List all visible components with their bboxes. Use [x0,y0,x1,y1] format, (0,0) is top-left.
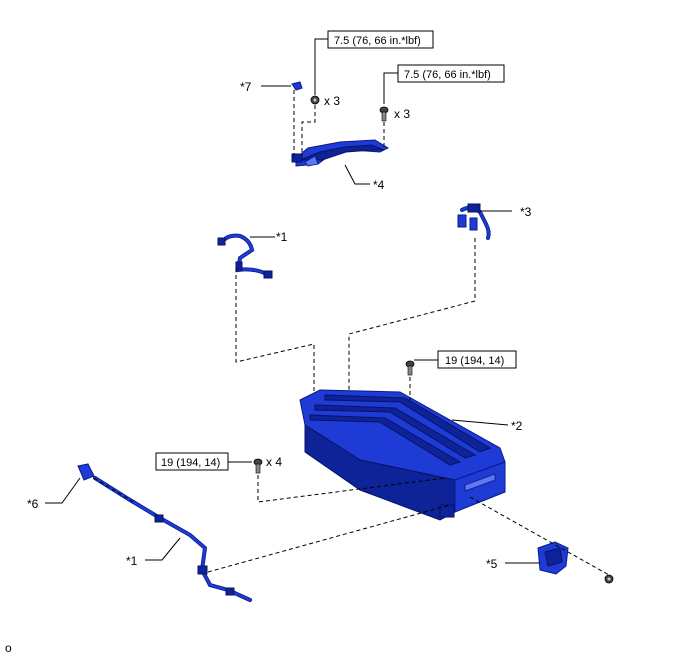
harness-part-1-top [217,233,273,279]
quantity-2: x 3 [394,107,410,121]
callout-2: *2 [511,419,523,433]
torque-box-2 [397,64,505,83]
nut-icon [604,574,614,584]
torque-box-3 [437,350,517,369]
quantity-3: x 4 [266,455,282,469]
torque-spec-1: 7.5 (76, 66 in.*lbf) [334,35,421,47]
battery-part-2 [299,389,506,521]
callout-6: *6 [27,497,39,511]
clip-part-7 [291,81,303,91]
torque-spec-2: 7.5 (76, 66 in.*lbf) [404,69,491,81]
torque-spec-4: 19 (194, 14) [161,457,220,469]
bolt-icon [253,458,263,474]
torque-box-1 [327,30,434,49]
nut-icon [310,95,320,105]
bracket-part-4 [291,139,390,167]
sensor-part-5 [537,541,569,575]
footer-mark: o [5,641,12,655]
callout-5: *5 [486,557,498,571]
connector-part-3 [457,203,491,240]
callout-1-bottom: *1 [126,554,138,568]
callout-3: *3 [520,205,532,219]
torque-box-4 [155,452,229,471]
quantity-1: x 3 [324,94,340,108]
bolt-icon [379,106,389,122]
harness-part-1-bottom [93,476,252,602]
callout-7: *7 [240,80,252,94]
torque-spec-3: 19 (194, 14) [445,355,504,367]
connector-part-6 [77,463,95,481]
callout-4: *4 [373,178,385,192]
bolt-icon [405,360,415,376]
callout-1-top: *1 [276,230,288,244]
